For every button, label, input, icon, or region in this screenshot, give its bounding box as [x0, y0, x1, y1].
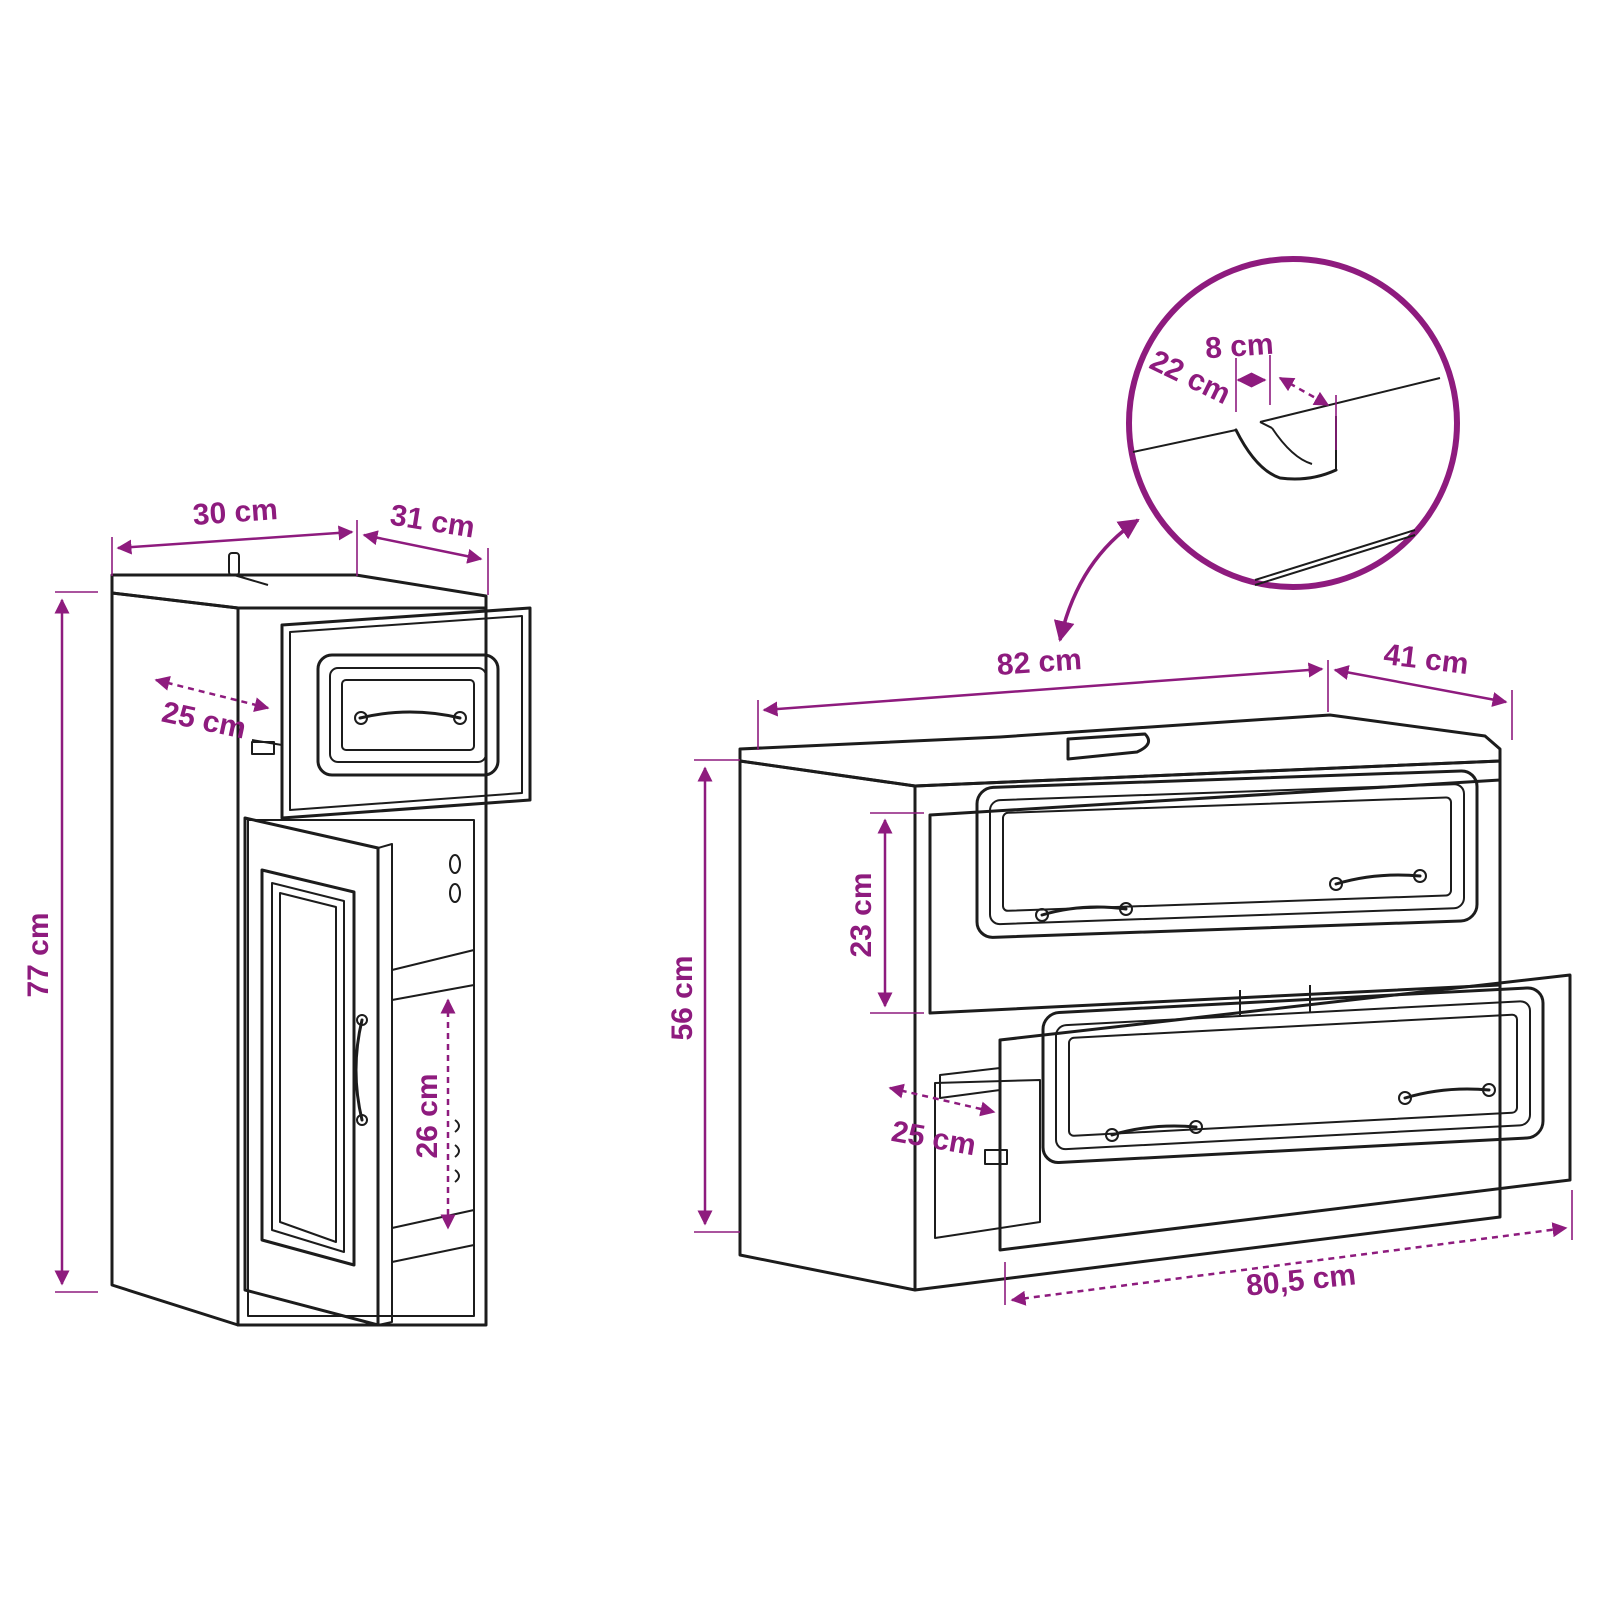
side-cabinet-depth-label: 31 cm	[388, 499, 477, 545]
vanity-side-panel	[738, 759, 917, 1292]
drawer-handle-icon	[1403, 1087, 1491, 1100]
detail-circle	[1126, 256, 1460, 590]
drawer-depth-arrow	[154, 675, 270, 713]
depth-dimension-arrow	[1333, 665, 1508, 707]
vanity-dimensions: 82 cm 41 cm 56 cm 23 cm 25 cm 80,5 cm	[666, 638, 1573, 1306]
drawer-handle-icon	[1110, 1124, 1198, 1137]
vanity-drawer-height-label: 23 cm	[845, 872, 878, 957]
pipe-cutout	[1066, 732, 1151, 761]
drawer-handle-icon	[358, 710, 462, 720]
vanity-height-label: 56 cm	[666, 955, 699, 1040]
vanity-width-label: 82 cm	[996, 643, 1083, 682]
cutout-detail-inset: 8 cm 22 cm	[1053, 256, 1460, 643]
side-cabinet-shelf	[391, 949, 475, 1001]
side-cabinet-drawer-depth-label: 25 cm	[159, 696, 249, 746]
callout-arrow	[1053, 518, 1140, 643]
side-cabinet-top	[110, 573, 488, 610]
side-cabinet-drawer	[251, 606, 532, 820]
vanity-front-frame	[913, 759, 1502, 1292]
drawer-handle-icon	[1334, 873, 1422, 886]
vanity-inner-width-label: 80,5 cm	[1245, 1258, 1358, 1302]
side-cabinet-dimensions: 30 cm 31 cm 77 cm 25 cm 26 cm	[22, 493, 489, 1293]
vanity-depth-label: 41 cm	[1382, 638, 1470, 681]
wall-bracket-icon	[228, 552, 240, 576]
vanity-top-drawer	[928, 769, 1502, 1015]
door-handle-icon	[354, 1018, 364, 1122]
drawer-depth-arrow	[888, 1083, 996, 1117]
vanity-bottom-drawer	[939, 973, 1572, 1252]
vanity-top	[738, 713, 1502, 788]
cutout-width-label: 8 cm	[1204, 328, 1275, 366]
side-cabinet-drawing	[110, 552, 532, 1327]
side-cabinet-door	[243, 816, 393, 1327]
width-dimension-arrow	[116, 525, 354, 555]
width-dimension-arrow	[762, 662, 1324, 717]
inner-width-arrow	[1010, 1222, 1568, 1306]
depth-dimension-arrow	[362, 530, 483, 564]
side-cabinet-height-label: 77 cm	[22, 912, 55, 997]
drawer-handle-icon	[1040, 905, 1128, 917]
side-cabinet-shelf-height-label: 26 cm	[411, 1073, 444, 1158]
vanity-drawing	[738, 713, 1572, 1292]
side-cabinet-width-label: 30 cm	[192, 493, 279, 532]
cutout-depth-arrow	[1278, 376, 1330, 407]
vanity-drawer-depth-label: 25 cm	[889, 1115, 979, 1162]
side-cabinet-front-frame	[236, 606, 488, 1327]
